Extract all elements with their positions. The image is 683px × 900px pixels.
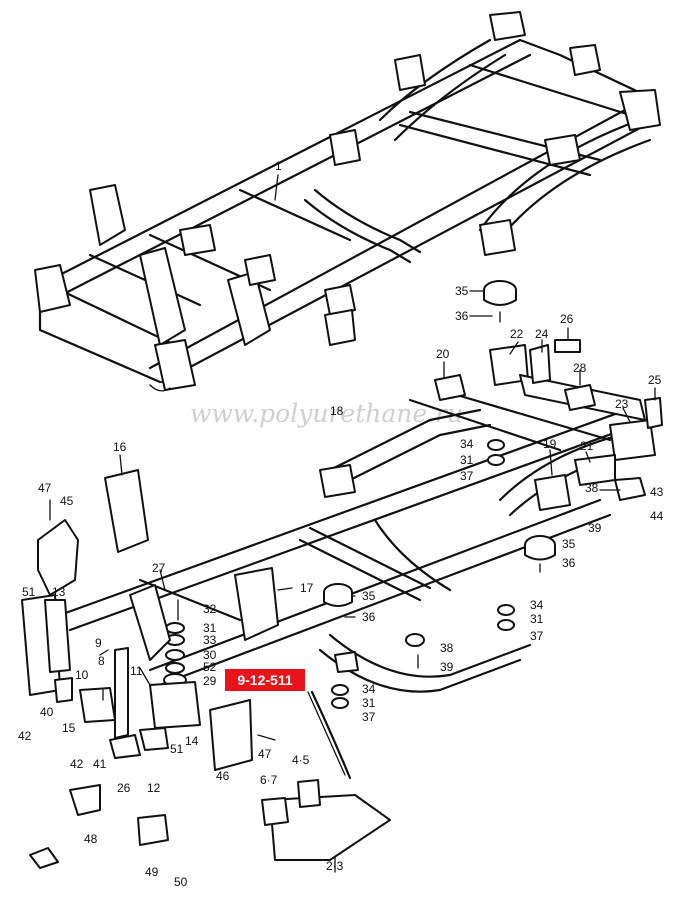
callout-34: 34 [460,437,474,451]
callout-1: 1 [275,159,282,173]
callout-45: 45 [60,494,74,508]
callout-37: 37 [362,710,376,724]
callout-35: 35 [562,537,576,551]
callout-39: 39 [588,521,602,535]
callout-41: 41 [93,757,107,771]
callout-39: 39 [440,660,454,674]
callout-11: 11 [130,664,143,678]
callout-15: 15 [62,721,76,735]
callout-34: 34 [362,682,376,696]
callout-33: 33 [203,633,217,647]
callout-26: 26 [117,781,131,795]
callout-38: 38 [440,641,454,655]
callout-50: 50 [174,875,188,889]
lower-frame [58,339,663,693]
callout-31: 31 [203,621,217,635]
callout-37: 37 [460,469,474,483]
callout-31: 31 [460,453,474,467]
callout-38: 38 [585,481,599,495]
callout-37: 37 [530,629,544,643]
callout-46: 46 [216,769,230,783]
callout-23: 23 [615,397,629,411]
callout-47: 47 [258,747,272,761]
callout-12: 12 [147,781,161,795]
callout-25: 25 [648,373,662,387]
watermark: www.polyurethane.ru [190,399,463,428]
callout-28: 28 [573,361,587,375]
callout-30: 30 [203,648,217,662]
leader-lines [49,174,656,873]
callout-31: 31 [530,612,544,626]
front-assembly [21,469,391,869]
callout-4-5: 4·5 [292,753,310,767]
upper-frame [34,11,661,392]
callout-52: 52 [203,660,217,674]
callout-19: 19 [543,437,557,451]
callout-9: 9 [95,636,102,650]
callout-36: 36 [362,610,376,624]
callout-34: 34 [530,598,544,612]
callout-2-3: 2·3 [326,859,344,873]
callout-6-7: 6·7 [260,773,278,787]
callout-36: 36 [562,556,576,570]
callout-26: 26 [560,312,574,326]
callout-18: 18 [330,404,344,418]
callout-36: 36 [455,309,469,323]
callout-35: 35 [455,284,469,298]
callout-49: 49 [145,865,159,879]
callout-13: 13 [52,585,66,599]
callout-8: 8 [98,654,105,668]
callout-42: 42 [18,729,32,743]
callout-22: 22 [510,327,524,341]
callout-47: 47 [38,481,52,495]
callout-14: 14 [185,734,199,748]
callout-17: 17 [300,581,314,595]
body-mounts [163,280,556,709]
callout-42: 42 [70,757,84,771]
callout-35: 35 [362,589,376,603]
callout-44: 44 [650,509,664,523]
callout-labels: 1 35 36 22 24 26 20 28 25 18 23 34 31 37… [18,159,664,889]
callout-29: 29 [203,674,217,688]
callout-24: 24 [535,327,549,341]
callout-31: 31 [362,696,376,710]
callout-43: 43 [650,485,664,499]
callout-51: 51 [22,585,36,599]
callout-10: 10 [75,668,89,682]
reference-badge[interactable]: 9-12-511 [224,668,306,692]
callout-20: 20 [436,347,450,361]
callout-51: 51 [170,742,184,756]
callout-21: 21 [580,439,594,453]
callout-27: 27 [152,561,166,575]
callout-40: 40 [40,705,54,719]
callout-48: 48 [84,832,98,846]
callout-32: 32 [203,602,217,616]
callout-16: 16 [113,440,127,454]
